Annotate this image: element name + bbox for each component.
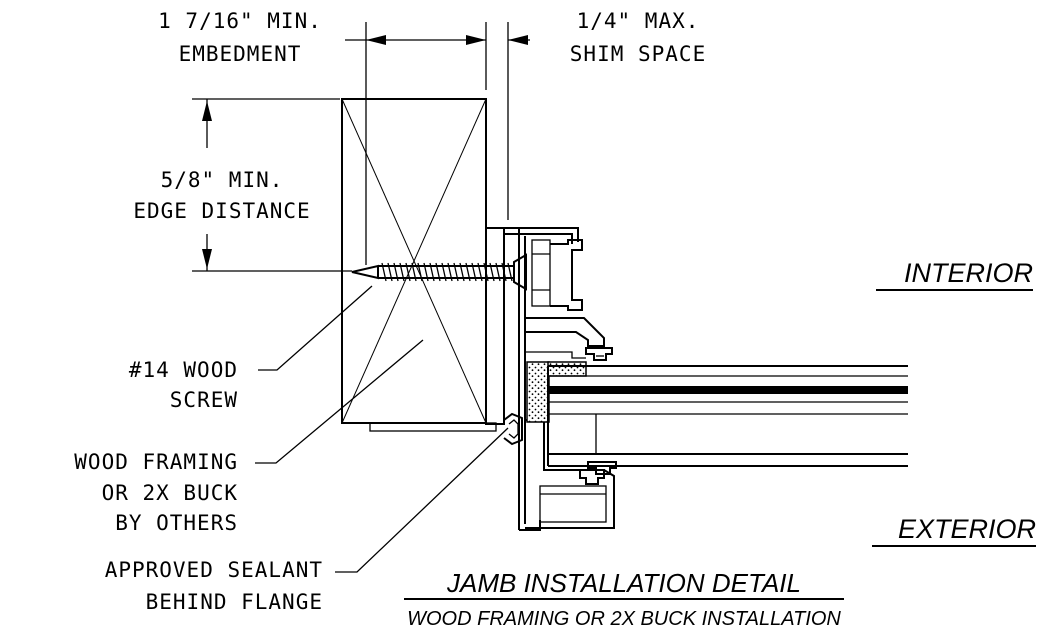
framing-callout-line-2: OR 2X BUCK	[102, 481, 238, 505]
interior-label: INTERIOR	[904, 258, 1033, 288]
drawing-subtitle: WOOD FRAMING OR 2X BUCK INSTALLATION	[407, 608, 841, 630]
embedment-label-line-2: EMBEDMENT	[179, 42, 302, 66]
insulated-glass-unit	[547, 365, 908, 467]
edge-distance-label-line-2: EDGE DISTANCE	[133, 199, 310, 223]
sealant-leader	[335, 427, 509, 573]
screw-callout-line-2: SCREW	[170, 388, 238, 412]
screw-leader	[258, 285, 373, 371]
shim-strip	[369, 422, 497, 432]
embedment-dimension	[345, 22, 530, 265]
drawing-title: JAMB INSTALLATION DETAIL	[446, 568, 801, 598]
wood-screw	[351, 253, 527, 291]
sealant-callout-line-1: APPROVED SEALANT	[105, 558, 323, 582]
framing-callout-line-1: WOOD FRAMING	[74, 450, 238, 474]
embedment-label-line-1: 1 7/16" MIN.	[158, 9, 322, 33]
edge-distance-dimension	[192, 98, 352, 272]
shim-space-label-line-2: SHIM SPACE	[570, 42, 706, 66]
lower-glazing-bead	[587, 461, 617, 475]
wood-framing-block	[341, 98, 487, 424]
framing-callout-line-3: BY OTHERS	[115, 511, 238, 535]
screw-callout-line-1: #14 WOOD	[129, 358, 238, 382]
exterior-label: EXTERIOR	[898, 514, 1036, 544]
window-frame-extrusion	[485, 227, 615, 531]
sealant-callout-line-2: BEHIND FLANGE	[146, 590, 323, 614]
framing-leader	[255, 339, 424, 464]
shim-space-label-line-1: 1/4" MAX.	[577, 9, 700, 33]
edge-distance-label-line-1: 5/8" MIN.	[161, 168, 284, 192]
